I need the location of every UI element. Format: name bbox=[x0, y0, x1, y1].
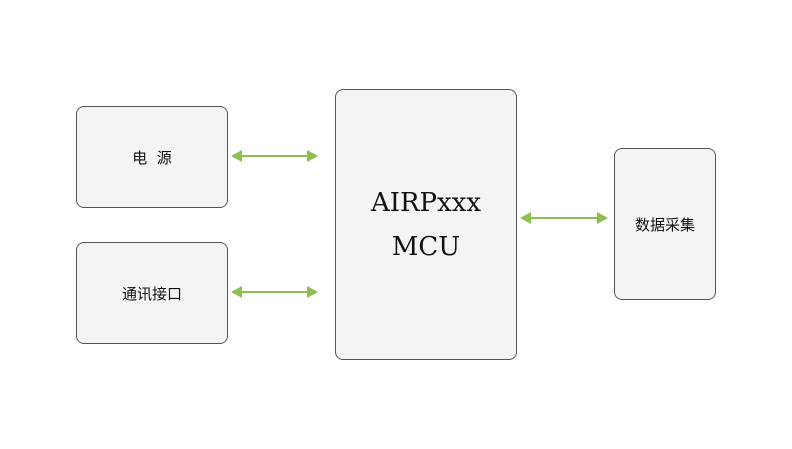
mcu-model-label: AIRPxxx bbox=[370, 187, 482, 218]
data-acquisition-label: 数据采集 bbox=[634, 215, 695, 234]
power-mcu-arrow bbox=[231, 150, 318, 162]
mcu-data-arrow bbox=[520, 212, 608, 224]
comm-interface-block: 通讯接口 bbox=[76, 242, 228, 344]
data-acquisition-block: 数据采集 bbox=[614, 148, 716, 300]
power-block: 电 源 bbox=[76, 106, 228, 208]
comm-mcu-arrow bbox=[231, 286, 318, 298]
mcu-label: MCU bbox=[391, 231, 461, 262]
power-label: 电 源 bbox=[132, 148, 172, 167]
comm-interface-label: 通讯接口 bbox=[121, 284, 182, 303]
mcu-block: AIRPxxx MCU bbox=[335, 89, 517, 360]
